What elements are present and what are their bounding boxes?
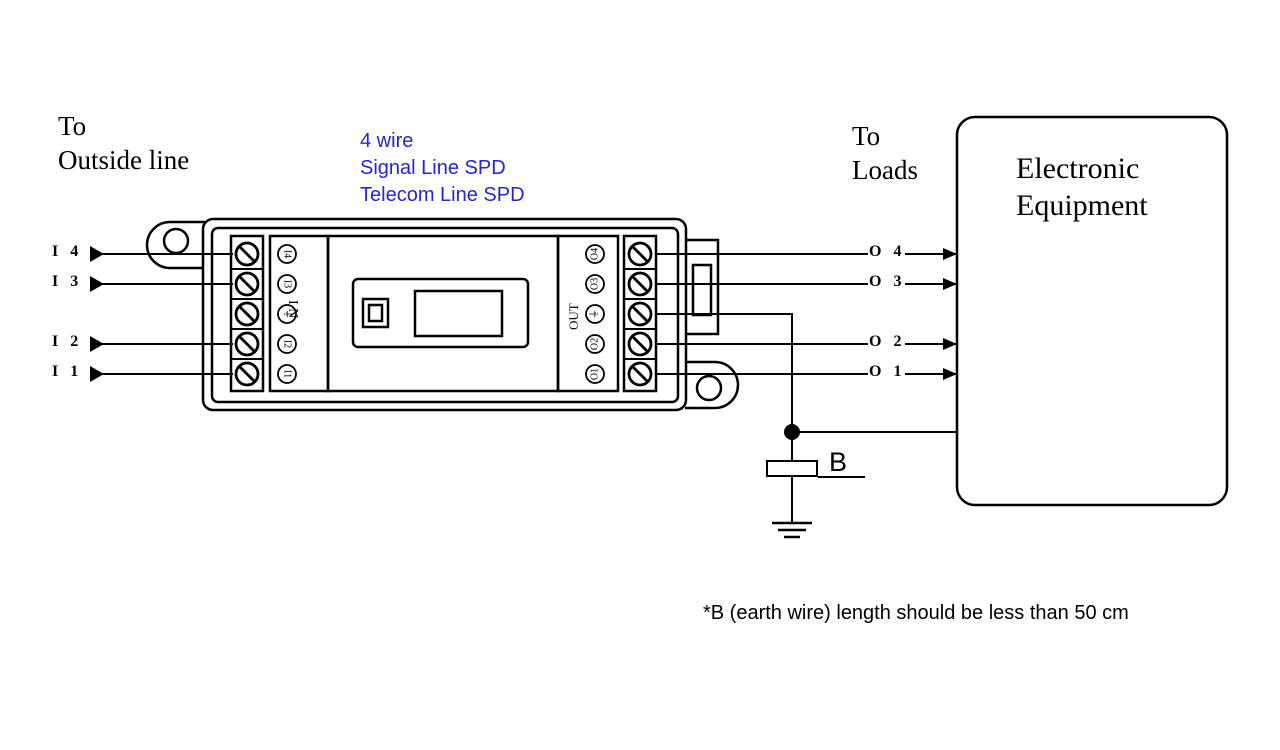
terminal-marking-label: O3 <box>590 278 601 290</box>
terminal-marking-label: O1 <box>590 368 601 380</box>
terminal-marking: O4 <box>585 244 605 264</box>
terminal-marking-label: I3 <box>282 280 293 288</box>
out-side-label: OUT <box>566 303 581 330</box>
input-pin-label: I 2 <box>52 333 83 350</box>
screw-terminal <box>627 271 653 297</box>
output-wires <box>655 248 957 380</box>
terminal-marking-label: O4 <box>590 248 601 260</box>
device-label-line3: Telecom Line SPD <box>360 184 525 206</box>
output-pin-label: O 4 <box>869 243 906 260</box>
spd-housing <box>145 217 740 412</box>
input-pin-label: I 3 <box>52 273 83 290</box>
earth-wire-label: B <box>829 447 848 477</box>
screw-terminal <box>627 301 653 327</box>
screw-terminal <box>234 331 260 357</box>
terminal-marking-label: O2 <box>590 338 601 350</box>
screw-terminal <box>234 271 260 297</box>
terminal-marking: ⏚ <box>585 304 605 324</box>
to-loads-label-line2: Loads <box>852 155 918 185</box>
terminal-marking-label: I4 <box>282 250 293 258</box>
electronic-equipment-box <box>955 115 1229 507</box>
device-label-line2: Signal Line SPD <box>360 157 506 179</box>
in-side-label: I N <box>285 300 300 319</box>
terminal-marking: I2 <box>277 334 297 354</box>
screw-terminal <box>234 241 260 267</box>
equipment-label-line2: Equipment <box>1016 189 1148 222</box>
output-pin-label: O 1 <box>869 363 906 380</box>
terminal-marking: I4 <box>277 244 297 264</box>
input-pin-label: I 1 <box>52 363 83 380</box>
terminal-marking: I1 <box>277 364 297 384</box>
to-loads-label-line1: To <box>852 121 881 151</box>
terminal-marking-label: I1 <box>282 370 293 378</box>
screw-terminal <box>627 331 653 357</box>
terminal-marking-label: ⏚ <box>282 309 294 319</box>
terminal-marking-label: I2 <box>282 340 293 348</box>
screw-terminal <box>627 361 653 387</box>
input-wires <box>90 246 233 382</box>
terminal-marking: ⏚ <box>277 304 297 324</box>
input-pin-label: I 4 <box>52 243 83 260</box>
output-pin-label: O 2 <box>869 333 906 350</box>
equipment-label-line1: Electronic <box>1016 152 1140 185</box>
terminal-marking: O3 <box>585 274 605 294</box>
screw-terminal <box>627 241 653 267</box>
device-label-line1: 4 wire <box>360 130 414 152</box>
terminal-marking: O1 <box>585 364 605 384</box>
to-outside-label-line1: To <box>58 111 87 141</box>
screw-terminals <box>229 234 658 393</box>
terminal-marking: O2 <box>585 334 605 354</box>
earth-wiring <box>655 313 957 539</box>
screw-terminal <box>234 361 260 387</box>
output-pin-label: O 3 <box>869 273 906 290</box>
terminal-marking-label: ⏚ <box>589 309 601 319</box>
screw-terminal <box>234 301 260 327</box>
to-outside-label-line2: Outside line <box>58 145 190 175</box>
terminal-marking: I3 <box>277 274 297 294</box>
footnote: *B (earth wire) length should be less th… <box>703 602 1129 624</box>
